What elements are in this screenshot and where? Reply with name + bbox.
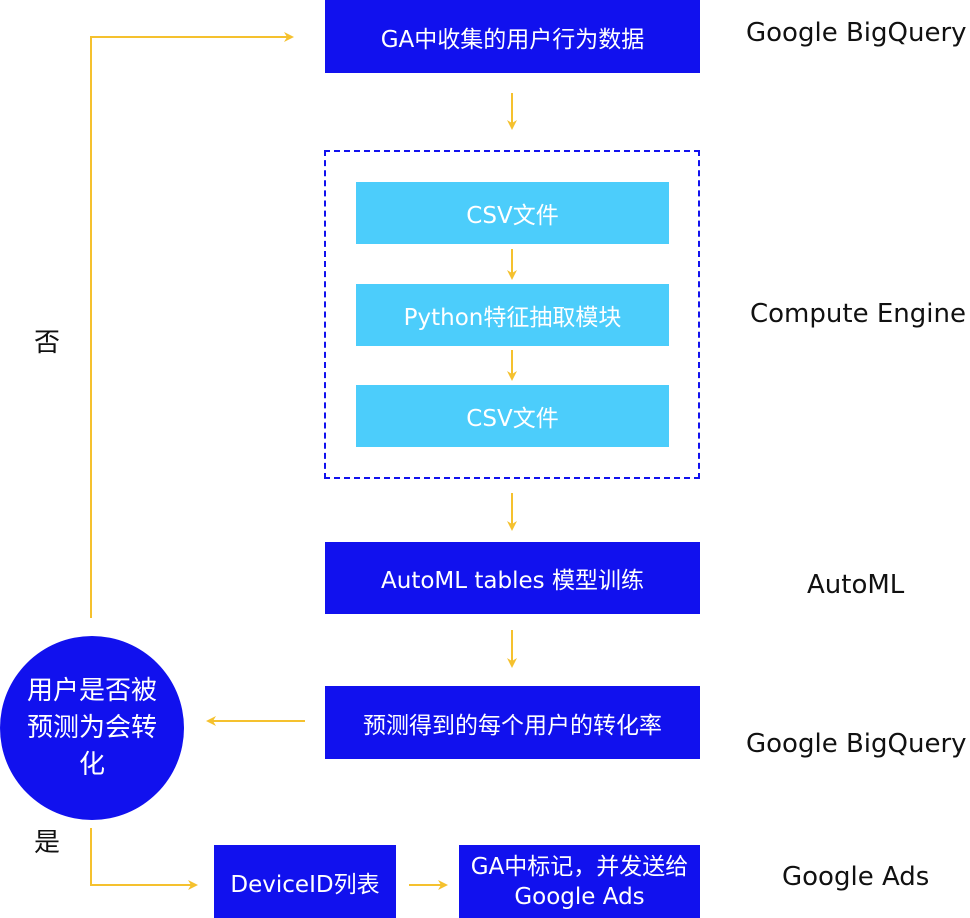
yes-label: 是 (34, 828, 61, 858)
automl-training-box: AutoML tables 模型训练 (325, 542, 700, 614)
csv-file-box-1: CSV文件 (356, 182, 669, 244)
platform-compute-engine: Compute Engine (750, 299, 966, 329)
compute-engine-group (324, 150, 700, 479)
prediction-box: 预测得到的每个用户的转化率 (325, 686, 700, 759)
ga-mark-send-box: GA中标记，并发送给Google Ads (459, 845, 700, 918)
platform-bigquery-top: Google BigQuery (746, 18, 967, 48)
ga-data-box: GA中收集的用户行为数据 (325, 0, 700, 73)
python-feature-box: Python特征抽取模块 (356, 284, 669, 346)
no-label: 否 (34, 328, 61, 358)
decision-circle: 用户是否被预测为会转化 (0, 636, 184, 820)
device-id-list-box: DeviceID列表 (214, 845, 396, 918)
yes-path-arrow (90, 828, 198, 890)
no-loop-arrow (90, 32, 294, 618)
platform-automl: AutoML (807, 570, 905, 600)
platform-google-ads: Google Ads (782, 862, 930, 892)
platform-bigquery-bottom: Google BigQuery (746, 729, 967, 759)
csv-file-box-2: CSV文件 (356, 385, 669, 447)
decision-label: 用户是否被预测为会转化 (27, 675, 158, 780)
